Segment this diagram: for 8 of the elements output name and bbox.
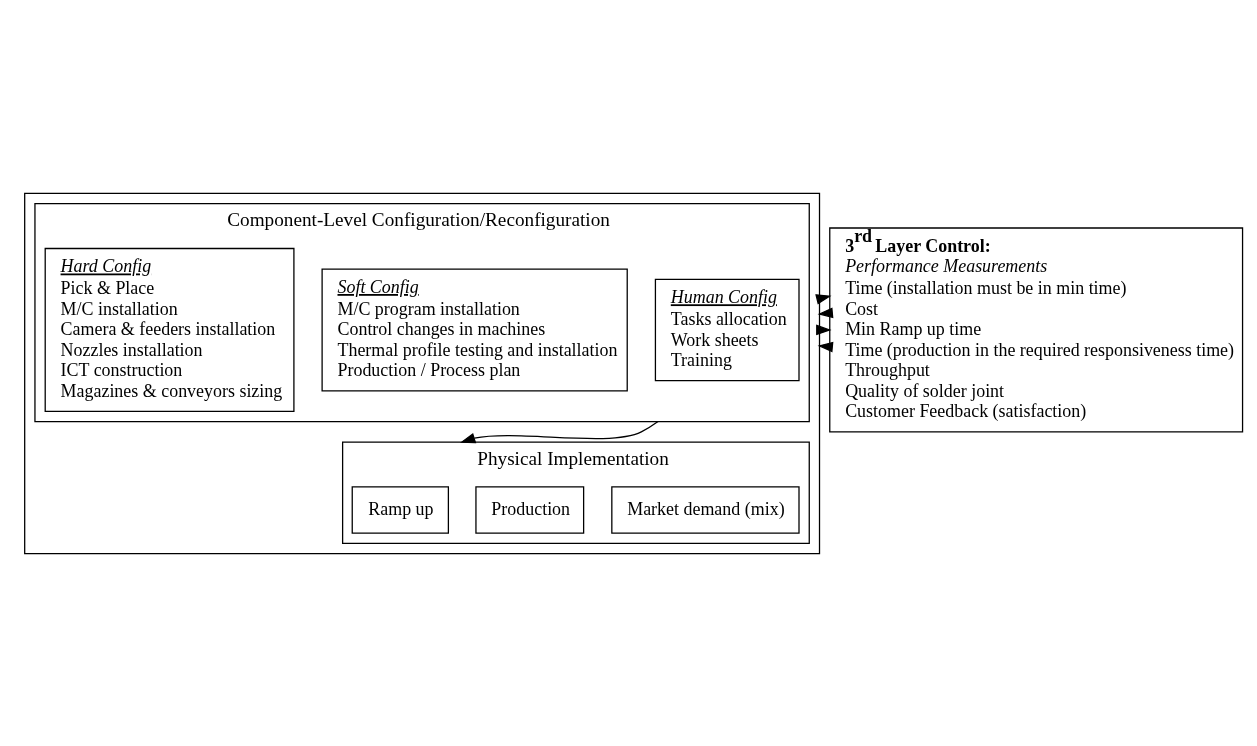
node-box: Ramp up xyxy=(351,485,449,534)
node-box: Market demand (mix) xyxy=(611,485,800,534)
node-box: Hard Config Pick & Place M/C installation Camera & feeders installation Nozzles installation ICT construction Magazines & conveyors sizing xyxy=(44,247,295,412)
node-box: Human Config Tasks allocation Work sheets Training xyxy=(654,278,800,381)
cluster xyxy=(24,192,821,554)
arrow xyxy=(460,420,659,443)
node-box: Production xyxy=(475,485,585,534)
node-box: Soft Config M/C program installation Control changes in machines Thermal profile testing and installation Production / Process plan xyxy=(321,267,628,391)
